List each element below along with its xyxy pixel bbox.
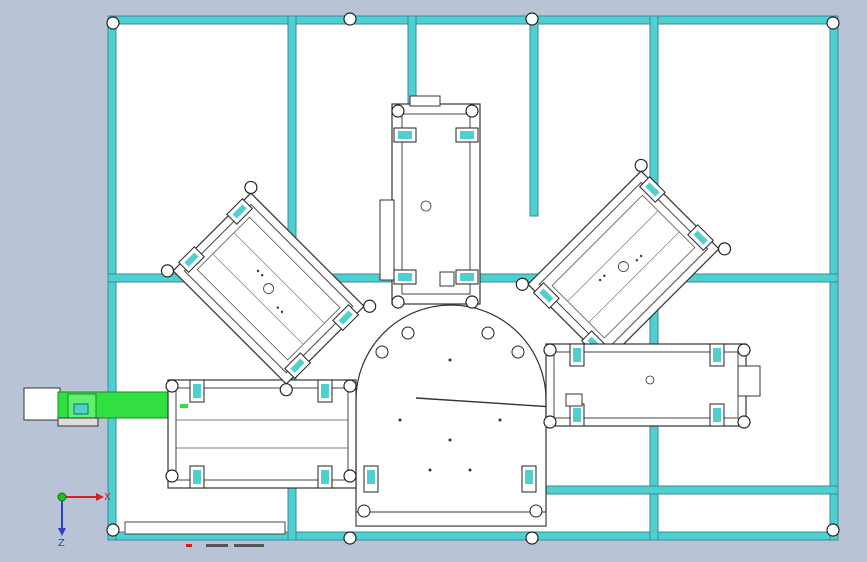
rotary-center-table[interactable]: [355, 304, 631, 527]
axis-z-label: Z: [58, 538, 65, 549]
axis-y-origin: [57, 492, 67, 502]
bottom-plate: [124, 521, 286, 535]
axis-x-label: X: [104, 492, 111, 503]
red-markers: [186, 544, 264, 547]
station-right[interactable]: [543, 343, 761, 429]
station-top[interactable]: [379, 95, 481, 309]
coordinate-triad: X Z: [57, 492, 111, 549]
station-left[interactable]: [165, 379, 357, 489]
